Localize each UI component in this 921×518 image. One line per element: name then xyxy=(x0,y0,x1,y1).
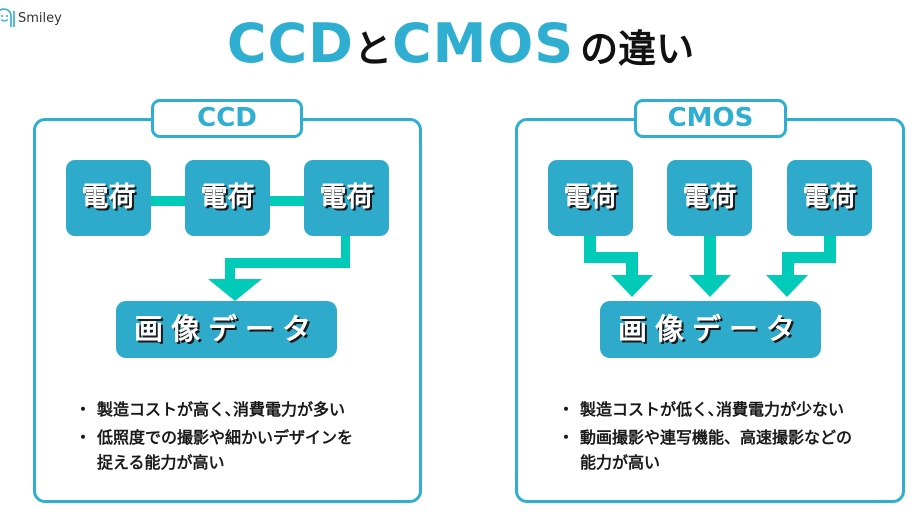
logo-text: Smiley xyxy=(18,10,62,26)
ccd-bullet-2-line-2: 捉える能力が高い xyxy=(97,453,225,472)
cmos-panel-label: CMOS xyxy=(634,99,787,138)
cmos-charge-1: 電荷 xyxy=(548,160,633,236)
ccd-bullet-item: ・ 製造コストが高く､消費電力が多い xyxy=(75,397,415,422)
cmos-bullet-item: ・ 製造コストが低く､消費電力が少ない xyxy=(558,397,903,422)
cmos-bullet-item: ・ 動画撮影や連写機能、高速撮影などの 能力が高い xyxy=(558,425,903,475)
ccd-panel-label: CCD xyxy=(151,99,303,138)
cmos-arrow-1 xyxy=(584,236,653,297)
title-ccd: CCD xyxy=(226,12,354,75)
bullet-marker: ・ xyxy=(75,428,92,447)
ccd-connector-1 xyxy=(150,196,186,206)
ccd-bullet-list: ・ 製造コストが高く､消費電力が多い ・ 低照度での撮影や細かいデザインを 捉え… xyxy=(75,397,415,475)
title-suffix: 違い xyxy=(618,27,695,71)
ccd-charge-2: 電荷 xyxy=(185,160,270,236)
cmos-bullet-list: ・ 製造コストが低く､消費電力が少ない ・ 動画撮影や連写機能、高速撮影などの … xyxy=(558,397,903,475)
cmos-bullet-1-line-1: 製造コストが低く､消費電力が少ない xyxy=(580,400,845,419)
ccd-connector-2 xyxy=(269,196,305,206)
title-no: の xyxy=(580,27,619,71)
ccd-transfer-arrow xyxy=(208,236,350,301)
cmos-charge-3: 電荷 xyxy=(787,160,872,236)
cmos-arrow-2 xyxy=(689,236,731,297)
title-cmos: CMOS xyxy=(391,12,575,75)
smiley-face-icon xyxy=(0,8,15,27)
cmos-bullet-2-line-2: 能力が高い xyxy=(580,453,661,472)
bullet-marker: ・ xyxy=(558,428,575,447)
ccd-bullet-item: ・ 低照度での撮影や細かいデザインを 捉える能力が高い xyxy=(75,425,415,475)
cmos-arrow-3 xyxy=(766,236,836,297)
brand-logo: Smiley xyxy=(0,6,62,30)
ccd-bullet-2-line-1: 低照度での撮影や細かいデザインを xyxy=(97,428,354,447)
ccd-charge-1: 電荷 xyxy=(66,160,151,236)
bullet-marker: ・ xyxy=(558,400,575,419)
cmos-bullet-2-line-1: 動画撮影や連写機能、高速撮影などの xyxy=(580,428,853,447)
title-connector: と xyxy=(353,27,392,71)
cmos-image-data: 画像データ xyxy=(600,301,821,358)
ccd-image-data: 画像データ xyxy=(116,301,337,358)
bullet-marker: ・ xyxy=(75,400,92,419)
ccd-charge-3: 電荷 xyxy=(304,160,389,236)
ccd-bullet-1-line-1: 製造コストが高く､消費電力が多い xyxy=(97,400,346,419)
cmos-charge-2: 電荷 xyxy=(667,160,752,236)
